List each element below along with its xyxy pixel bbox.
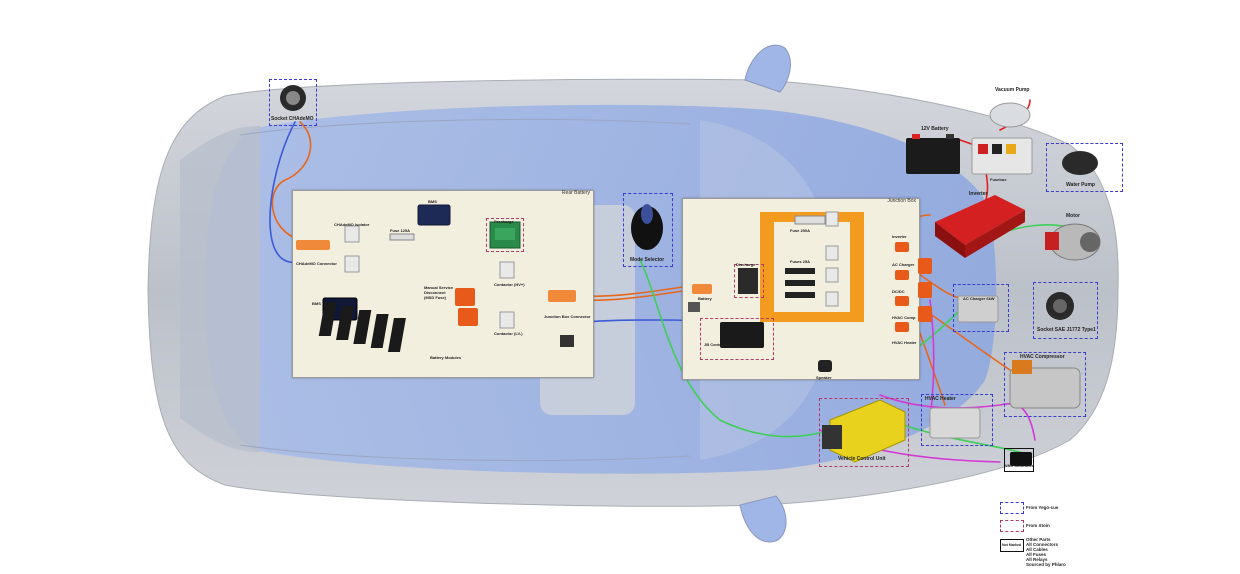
mirror-top [744,44,791,93]
label-msd: Manual Service Disconnect (MSD Fuse) [424,285,454,300]
label-chademo-connector: CHAdeMO Connector [296,261,337,266]
label-vacuum-pump: Vacuum Pump [995,87,1030,93]
label-socket-sae: Socket SAE J1772 Type1 [1037,327,1096,333]
label-inverter: Inverter [969,191,988,197]
label-bms: BMS [312,301,321,306]
jb-controller-box [700,318,774,360]
precharge-box [486,218,524,252]
label-jb-ac-charger: AC Charger [892,262,915,267]
legend-other-4: All Fuses [1026,552,1047,557]
label-hvac-compressor: HVAC Compressor [1020,354,1065,360]
label-speaker: Speaker [816,375,832,380]
legend-other-1: Other Parts [1026,537,1051,542]
label-battery-modules: Battery Modules [430,355,462,360]
label-water-pump: Water Pump [1066,182,1095,188]
label-battery: Battery [698,296,712,301]
label-junction-box-connector: Junction Box Connector [544,314,591,319]
label-vehicle-control-unit: Vehicle Control Unit [838,456,886,462]
label-fuses-25a: Fuses 25A [790,259,811,264]
label-jb-dc-dc: DC/DC [892,289,905,294]
discharge-box [734,264,764,298]
ac-charger-box [953,284,1009,332]
label-precharge: Precharge [494,219,514,224]
legend-other-3: All Cables [1026,547,1048,552]
legend-yego-swatch [1000,502,1024,514]
label-chademo-isolator: CHAdeMO Isolator [334,222,370,227]
junction-box-title: Junction Box [887,198,916,204]
label-fusebox: Fusebox [990,177,1007,182]
label-contactor-hv: Contactor (HV+) [494,282,525,287]
rear-battery-title: Rear Battery [561,190,590,196]
label-fuse-125a: Fuse 125A [390,228,411,233]
mirror-bottom [739,495,787,543]
label-fuse-250a: Fuse 250A [790,228,811,233]
label-hvac-heater: HVAC Heater [925,396,956,402]
label-socket-chademo: Socket CHAdeMO [271,116,314,122]
label-jb-inverter: Inverter [892,234,907,239]
hvac-compressor-box [1004,352,1086,417]
label-contactor-lv: Contactor (LV-) [494,331,523,336]
label-jb-hvac-comp: HVAC Comp [892,315,916,320]
label-mode-selector: Mode Selector [630,257,665,263]
junction-box-panel: Junction Box [682,198,920,380]
legend: From Yego-cue From Xtoin Not Marked Othe… [998,502,1098,572]
legend-other-2: All Connectors [1026,542,1059,547]
label-battery-12v: 12V Battery [921,126,949,132]
mode-selector-box [623,193,673,267]
legend-not-marked-swatch: Not Marked [1000,539,1024,552]
label-ac-charger: AC Charger 6kW [963,296,995,301]
legend-yego-label: From Yego-cue [1026,505,1059,510]
label-jb-hvac-heater: HVAC Heater [892,340,917,345]
legend-not-marked-label: Not Marked [1002,543,1022,547]
legend-other-6: Sourced by Phlaro [1026,562,1066,567]
hvac-heater-box [921,394,993,446]
vehicle-control-unit-box [819,398,909,467]
label-motor: Motor [1066,213,1080,219]
socket-chademo-box [269,79,317,126]
label-vac-controller: VAC Controller [1005,463,1034,468]
legend-xtoin-label: From Xtoin [1026,523,1050,528]
water-pump-box [1046,143,1123,192]
legend-xtoin-swatch [1000,520,1024,532]
label-jb-controller: JB Controller [704,342,730,347]
label-discharge: Discharge [736,262,756,267]
label-bms-top: BMS [428,199,437,204]
legend-other-5: All Relays [1026,557,1048,562]
socket-sae-box [1033,282,1098,339]
vac-controller-box [1004,448,1034,472]
